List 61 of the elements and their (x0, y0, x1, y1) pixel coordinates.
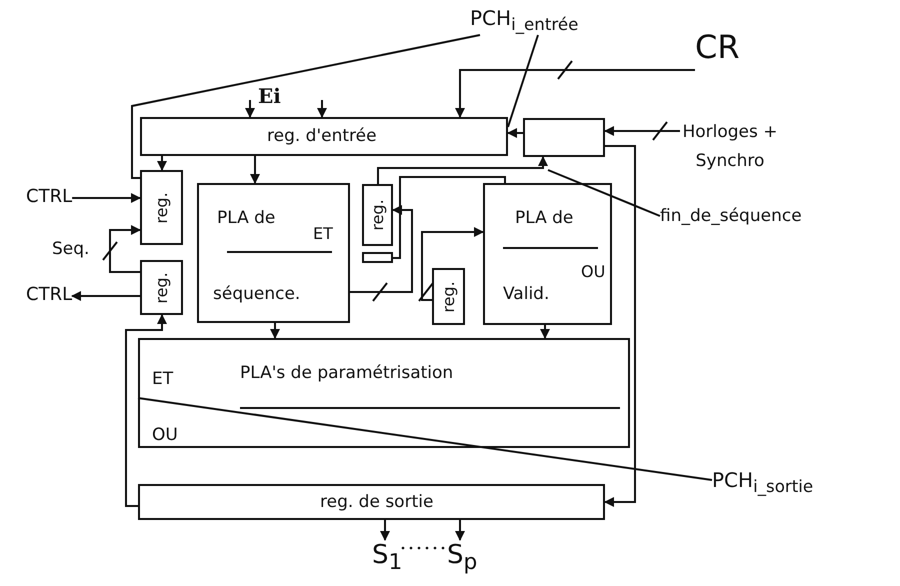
pla-label: PLA de (515, 209, 574, 229)
register-label: reg. (440, 280, 458, 312)
signal-label: PCH$_{i_entrée}$ (470, 6, 578, 35)
arrow (380, 520, 390, 541)
arrow (109, 225, 141, 273)
register-box (140, 170, 183, 245)
signal-label: S$_{p}$ (447, 540, 478, 576)
plane-label: OU (581, 263, 606, 282)
connector-line (393, 176, 506, 259)
signal-label: CTRL (26, 186, 72, 208)
signal-label: Horloges + Synchro (680, 118, 780, 176)
plane-label: OU (152, 426, 178, 446)
pla-box (197, 183, 350, 323)
register-label: reg. (368, 199, 386, 231)
pla-box (138, 338, 630, 448)
register-label: reg. de sortie (320, 493, 434, 513)
signal-label: S$_{1}$ (372, 540, 402, 576)
arrow (507, 128, 523, 138)
connector-line (131, 34, 480, 179)
arrow (377, 156, 548, 184)
arrow (604, 126, 680, 136)
arrow (317, 100, 327, 118)
arrow (540, 325, 550, 339)
arrow (350, 205, 413, 293)
signal-label: fin_de_séquence (660, 206, 802, 226)
pla-box (483, 183, 612, 325)
arrow (270, 323, 280, 339)
arrow (157, 156, 167, 171)
small-register-box (362, 252, 393, 263)
pla-label: séquence. (213, 285, 300, 305)
pla-label: Valid. (503, 285, 550, 305)
connector-line (507, 34, 539, 128)
pla-label: PLA de (217, 209, 276, 229)
plane-label: ET (152, 370, 174, 390)
register-box (140, 260, 183, 315)
arrow (250, 156, 260, 184)
arrow (455, 69, 695, 118)
connector-line (138, 397, 712, 481)
pla-label: PLA's de paramétrisation (240, 364, 454, 384)
signal-label: Ei (258, 84, 281, 108)
register-box (138, 484, 605, 520)
arrow (245, 100, 255, 118)
arrow (421, 227, 484, 301)
arrow (604, 145, 636, 507)
arrow (455, 520, 465, 541)
register-label: reg. (152, 272, 170, 304)
signal-label: PCH$_{i_sortie}$ (712, 468, 814, 497)
plane-label: ET (313, 225, 333, 244)
register-label: reg. d'entrée (267, 127, 377, 147)
arrow (72, 193, 141, 203)
register-box (432, 268, 465, 325)
leader-line (548, 169, 660, 217)
edge-label: Seq. (52, 240, 90, 259)
register-box (362, 184, 393, 246)
register-box (140, 117, 508, 156)
signal-label: CTRL (26, 284, 72, 306)
clock-control-box (523, 118, 605, 157)
register-label: reg. (152, 192, 170, 224)
signal-label: CR (695, 28, 740, 66)
arrow (71, 291, 140, 301)
arrow (125, 314, 167, 507)
